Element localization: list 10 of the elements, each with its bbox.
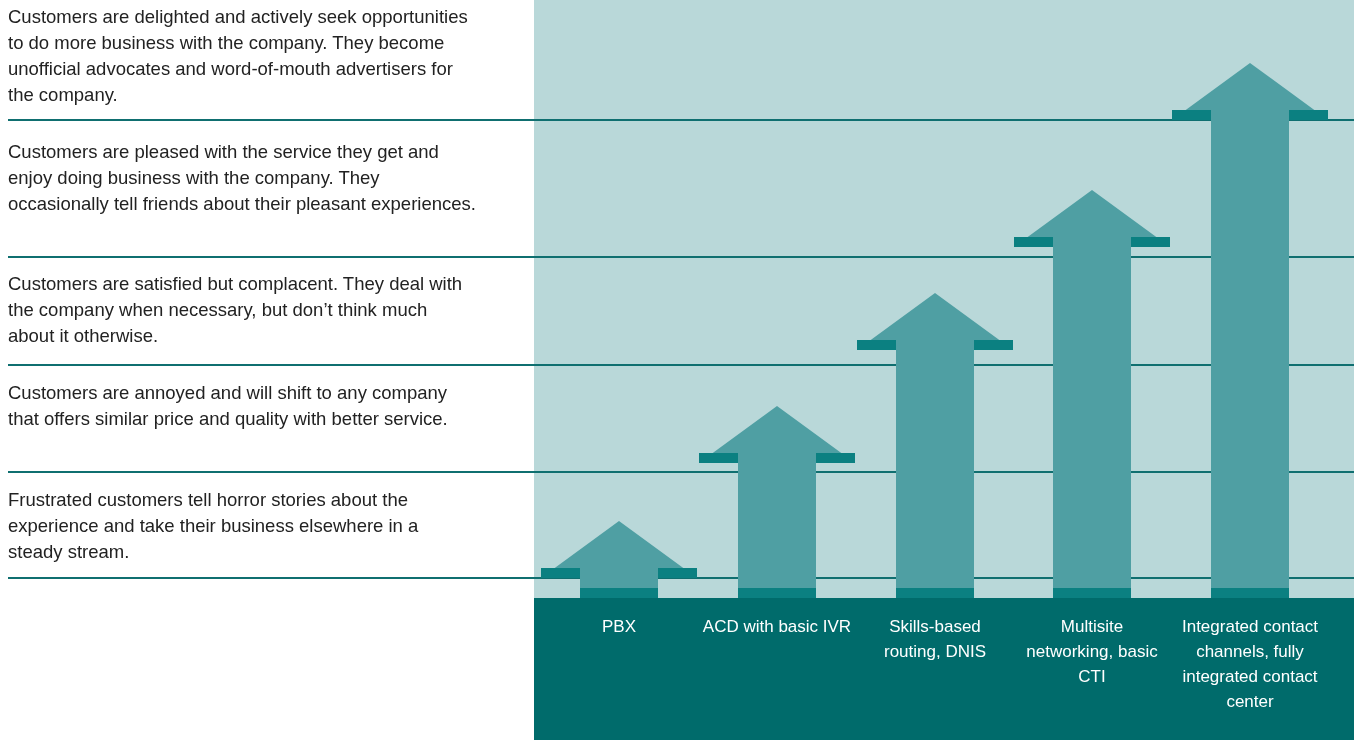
level-description: Customers are satisfied but complacent. They deal with the company when necessary, but don’t think much about it otherwise.	[8, 272, 464, 348]
level-description: Frustrated customers tell horror stories about the experience and take their business elsewhere in a steady stream.	[8, 488, 420, 564]
technology-label: PBX	[601, 616, 637, 638]
technology-label: Skills-based routing, DNIS	[882, 616, 987, 663]
technology-label: Multisite networking, basic CTI	[1025, 616, 1159, 688]
level-description: Customers are annoyed and will shift to any company that offers similar price and quality with better service.	[8, 381, 449, 431]
level-description: Customers are pleased with the service they get and enjoy doing business with the company. They occasionally tell friends about their pleasant experiences.	[8, 140, 476, 216]
technology-label: ACD with basic IVR	[702, 616, 852, 638]
level-description: Customers are delighted and actively seek opportunities to do more business with the company. They become unofficial advocates and word-of-mouth advertisers for the company.	[8, 5, 469, 107]
technology-label: Integrated contact channels, fully integrated contact center	[1180, 616, 1320, 713]
